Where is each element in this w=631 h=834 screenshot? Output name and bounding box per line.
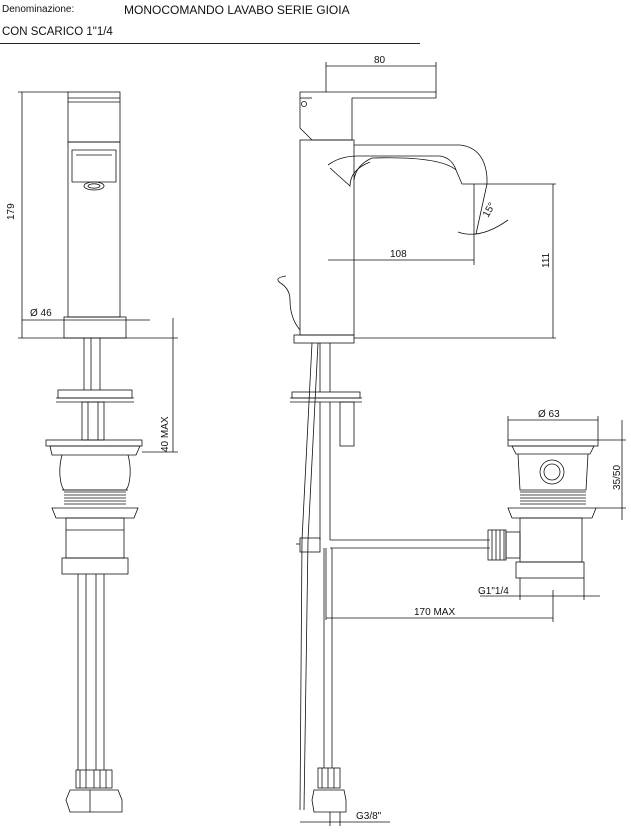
side-view-faucet bbox=[277, 91, 490, 813]
waste-detail bbox=[487, 439, 599, 579]
dim-spout-height: 111 bbox=[541, 252, 552, 268]
header-rule bbox=[0, 43, 420, 44]
front-view-dimensions bbox=[18, 91, 178, 453]
dim-waste-thread: G1"1/4 bbox=[478, 586, 509, 597]
dim-spout-top: 80 bbox=[374, 55, 386, 66]
dim-waste-height: 35/50 bbox=[612, 465, 623, 490]
dim-diameter-base: Ø 46 bbox=[30, 308, 52, 319]
product-subtitle: CON SCARICO 1"1/4 bbox=[2, 26, 113, 38]
dim-waste-diameter: Ø 63 bbox=[538, 409, 560, 420]
dim-spout-reach: 108 bbox=[390, 249, 407, 260]
side-view-dimensions bbox=[300, 62, 556, 826]
dim-depth-max: 40 MAX bbox=[160, 416, 171, 452]
front-view-faucet bbox=[45, 91, 143, 813]
dim-rod-length: 170 MAX bbox=[414, 607, 455, 618]
dim-angle: 15° bbox=[481, 201, 498, 220]
dim-hose-thread: G3/8" bbox=[356, 811, 382, 822]
product-title: MONOCOMANDO LAVABO SERIE GIOIA bbox=[124, 3, 350, 17]
waste-dimensions bbox=[480, 416, 626, 600]
dim-height-total: 179 bbox=[6, 203, 17, 220]
label-denominazione: Denominazione: bbox=[2, 4, 75, 15]
